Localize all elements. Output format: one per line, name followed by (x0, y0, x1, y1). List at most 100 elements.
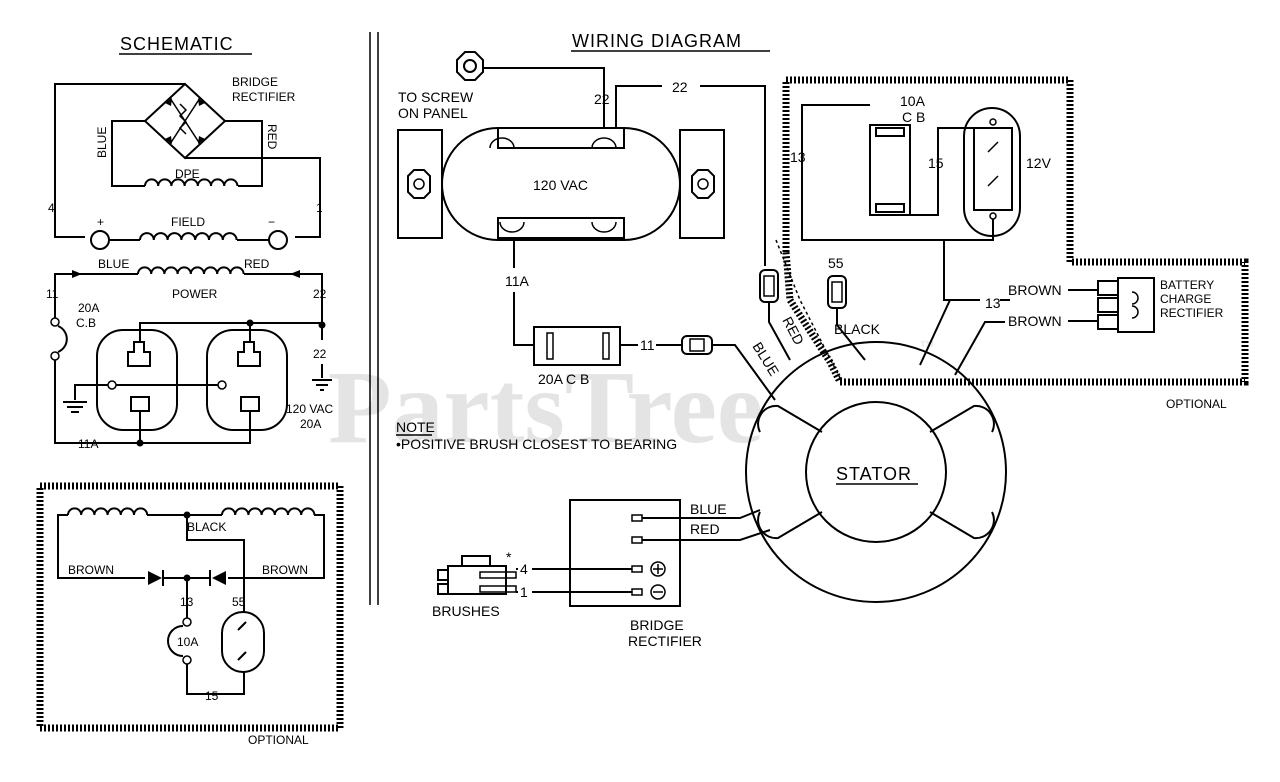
wire-13-loop (801, 104, 994, 241)
schematic-wire-22-top-label: 22 (313, 287, 327, 301)
wire-15 (910, 127, 974, 216)
brown-top-label: BROWN (1008, 282, 1062, 298)
wire-11a-label: 11A (505, 273, 530, 289)
field-plus-label: + (97, 215, 104, 229)
red-lead-label: RED (779, 314, 807, 348)
cb-20a-label: 20A C B (538, 371, 589, 387)
wiring-diagram-heading: WIRING DIAGRAM (572, 31, 742, 51)
battery-label-2: CHARGE (1160, 292, 1211, 306)
optional-coil-left (67, 507, 149, 516)
optional-cb-10a-label: 10A (177, 635, 198, 649)
optional-wire-55-label: 55 (232, 595, 246, 609)
schematic-bridge-rectifier (143, 82, 227, 160)
bridge-rectifier-label-1: BRIDGE (232, 75, 278, 89)
optional-cb-10a (167, 625, 184, 657)
cb-10a-label-1: 10A (900, 93, 926, 109)
optional-wire-13-label: 13 (180, 595, 194, 609)
bridge-label-2: RECTIFIER (628, 633, 702, 649)
battery-charge-rectifier (1097, 277, 1155, 333)
circuit-breaker-10a (869, 124, 911, 216)
brush-wire-4-label: 4 (520, 561, 528, 577)
optional-schematic-label: OPTIONAL (248, 733, 309, 747)
dpe-label: DPE (175, 167, 200, 181)
optional-coil-right (221, 507, 316, 516)
duplex-outlet-120vac (397, 127, 725, 241)
watermark: PartsTree (328, 350, 763, 465)
brown-bottom-label: BROWN (1008, 313, 1062, 329)
wire-15-label: 15 (928, 155, 944, 171)
schematic-outlet-left (96, 329, 178, 431)
bridge-label-1: BRIDGE (630, 617, 684, 633)
schematic-red-label: RED (265, 124, 279, 150)
wire-55-label: 55 (828, 255, 844, 271)
field-brush-negative (268, 230, 288, 250)
optional-schematic-section: BLACK BROWN BROWN 13 55 10A 15 OPTIONAL (36, 482, 344, 747)
optional-brown-right-label: BROWN (262, 563, 308, 577)
br-blue-label: BLUE (690, 501, 727, 517)
optional-brown-left-label: BROWN (68, 563, 114, 577)
schematic-cb-20a (57, 325, 68, 353)
schematic-ground-right (312, 379, 332, 391)
wiring-diagram-section: TO SCREW ON PANEL 120 VAC 22 22 11A (396, 51, 1249, 649)
optional-diode-left (148, 570, 164, 586)
connector-red (759, 269, 779, 303)
optional-harness-label: OPTIONAL (1166, 397, 1227, 411)
connector-black (827, 275, 847, 309)
field-minus-label: − (268, 215, 275, 229)
power-coil (137, 266, 245, 275)
schematic-section: BRIDGE RECTIFIER BLUE RED DPE 4 1 FIELD … (46, 75, 333, 451)
black-lead-label: BLACK (834, 321, 881, 337)
outlet-volts-label: 120 VAC (286, 402, 333, 416)
schematic-cb-20a-label-1: 20A (78, 301, 99, 315)
wire-13-label-a: 13 (790, 149, 806, 165)
optional-black-label: BLACK (187, 520, 226, 534)
field-coil (139, 232, 238, 241)
outlet-12v-label: 12V (1026, 155, 1052, 171)
schematic-ground-left (63, 401, 87, 413)
optional-schematic-border (36, 482, 344, 732)
stator-label: STATOR (836, 464, 912, 484)
battery-label-3: RECTIFIER (1160, 306, 1224, 320)
schematic-wire-4 (54, 83, 185, 238)
note-text: •POSITIVE BRUSH CLOSEST TO BEARING (396, 436, 677, 452)
schematic-wire-red (225, 120, 263, 187)
schematic-wire-11-label: 11 (46, 287, 59, 301)
schematic-wire-1-label: 1 (316, 201, 323, 215)
note-heading: NOTE (396, 419, 435, 435)
schematic-blue-label: BLUE (95, 127, 109, 158)
optional-harness-border (782, 76, 1249, 386)
schematic-wire-11a-label: 11A (78, 437, 98, 451)
to-screw-label-1: TO SCREW (398, 89, 474, 105)
schematic-wire-4-label: 4 (48, 201, 55, 215)
wire-22-label-a: 22 (594, 91, 610, 107)
brushes (437, 555, 517, 595)
brush-wire-1-label: 1 (520, 584, 528, 600)
brushes-label: BRUSHES (432, 603, 500, 619)
bridge-rectifier-label-2: RECTIFIER (232, 90, 296, 104)
schematic-cb-20a-label-2: C.B (76, 316, 96, 330)
optional-12v-outlet (221, 611, 265, 673)
to-screw-label-2: ON PANEL (398, 105, 468, 121)
schematic-outlet-right (206, 329, 288, 431)
wire-11-label: 11 (640, 337, 655, 353)
battery-label-1: BATTERY (1160, 278, 1214, 292)
dpe-coil (144, 178, 239, 187)
optional-diode-right (209, 570, 226, 586)
brushes-asterisk: * (506, 549, 512, 565)
power-red-label: RED (244, 257, 270, 271)
br-red-label: RED (690, 521, 720, 537)
schematic-wire-22-bottom-label: 22 (313, 347, 327, 361)
outlet-120vac-label: 120 VAC (533, 177, 588, 193)
wire-22-label-b: 22 (672, 79, 688, 95)
cb-10a-label-2: C B (902, 109, 925, 125)
field-label: FIELD (171, 215, 205, 229)
schematic-wire-blue (111, 120, 145, 187)
field-brush-positive (90, 230, 110, 250)
power-label: POWER (172, 287, 218, 301)
outlet-amps-label: 20A (300, 417, 321, 431)
ground-screw (456, 51, 484, 81)
optional-wire-15-label: 15 (205, 689, 219, 703)
schematic-wire-1 (185, 157, 321, 238)
wiring-bridge-rectifier (569, 499, 681, 607)
